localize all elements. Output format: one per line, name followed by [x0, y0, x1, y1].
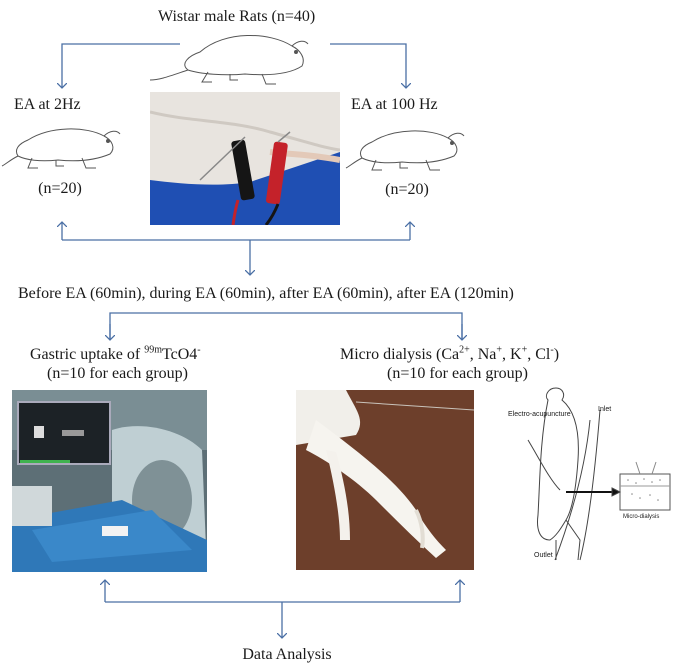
electroacupuncture-photo	[150, 92, 340, 225]
schematic-outlet-label: Outlet	[534, 552, 553, 559]
gastric-label: Gastric uptake of 99mTcO4-	[30, 344, 201, 364]
dialysis-prefix: Micro dialysis (Ca	[340, 346, 460, 363]
gastric-compound: TcO4	[161, 346, 198, 363]
source-count: (n=40)	[271, 8, 316, 25]
leg-content	[296, 390, 474, 570]
dialysis-count: (n=10 for each group)	[387, 365, 528, 382]
arrow-to-2hz	[62, 43, 180, 88]
dialysis-label: Micro dialysis (Ca2+, Na+, K+, Cl-)	[340, 344, 560, 364]
group-100hz-label: EA at 100 Hz	[351, 96, 438, 113]
source-label-text: Wistar male Rats	[158, 8, 272, 25]
gastric-count: (n=10 for each group)	[47, 365, 188, 382]
dialysis-cl: -	[550, 344, 554, 356]
dialysis-k: +	[521, 344, 528, 356]
timeline-label: Before EA (60min), during EA (60min), af…	[18, 285, 514, 302]
dialysis-sep1: , Na	[469, 346, 497, 363]
dialysis-suffix: )	[553, 346, 560, 363]
spect-scanner-photo	[12, 390, 207, 572]
dialysis-na: +	[496, 344, 503, 356]
group-100hz-count: (n=20)	[385, 181, 429, 198]
rat-drawing-right	[345, 130, 465, 171]
gastric-prefix: Gastric uptake of	[30, 346, 145, 363]
schematic-inlet-label: Inlet	[598, 406, 612, 413]
schematic-electro-label: Electro-acupuncture	[508, 411, 571, 418]
gastric-charge: -	[197, 344, 201, 356]
rat-leg-photo	[296, 390, 474, 570]
photo-content	[150, 92, 340, 225]
dialysis-sep2: , K	[502, 346, 522, 363]
dialysis-sep3: , Cl	[527, 346, 551, 363]
schematic-micro-label: Micro-dialysis	[623, 514, 660, 520]
scanner-content	[12, 390, 207, 572]
dialysis-ca: 2+	[459, 344, 470, 356]
arrow-to-100hz	[330, 43, 406, 88]
rat-drawing-left	[1, 128, 121, 169]
final-label: Data Analysis	[242, 646, 332, 663]
gastric-isotope: 99m	[144, 344, 162, 356]
source-label: Wistar male Rats (n=40)	[158, 8, 315, 26]
group-2hz-count: (n=20)	[38, 180, 82, 197]
group-2hz-label: EA at 2Hz	[14, 96, 81, 113]
rat-drawing-top	[149, 34, 309, 85]
